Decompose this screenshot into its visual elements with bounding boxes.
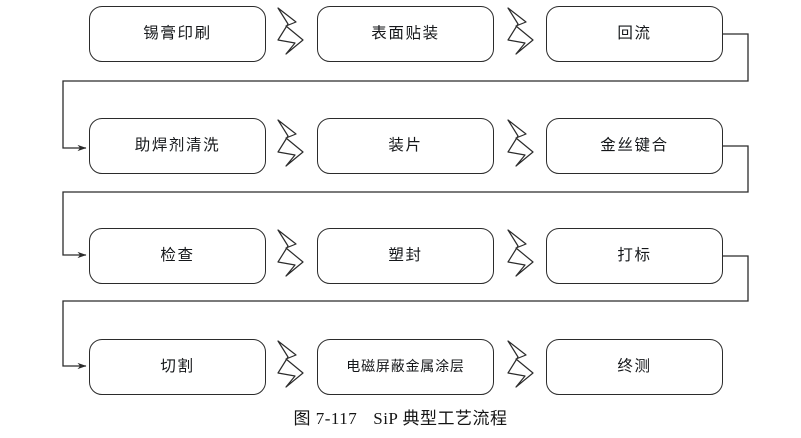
figure-caption-title: SiP 典型工艺流程 (373, 409, 508, 428)
process-node-7[interactable]: 检查 (89, 228, 266, 284)
chevron-connector-n5-n6 (507, 119, 534, 167)
process-node-10-label: 切割 (160, 357, 195, 376)
process-node-8[interactable]: 塑封 (317, 228, 494, 284)
process-node-5-label: 装片 (388, 136, 423, 155)
chevron-connector-n4-n5 (277, 119, 304, 167)
process-node-4-label: 助焊剂清洗 (134, 136, 221, 155)
chevron-connector-n8-n9 (507, 229, 534, 277)
process-node-5[interactable]: 装片 (317, 118, 494, 174)
process-node-9[interactable]: 打标 (546, 228, 723, 284)
process-node-12[interactable]: 终测 (546, 339, 723, 395)
process-node-11-label: 电磁屏蔽金属涂层 (346, 359, 465, 375)
process-node-11[interactable]: 电磁屏蔽金属涂层 (317, 339, 494, 395)
process-node-2[interactable]: 表面贴装 (317, 6, 494, 62)
process-node-2-label: 表面贴装 (371, 24, 440, 43)
chevron-connector-n2-n3 (507, 7, 534, 55)
process-node-9-label: 打标 (617, 246, 652, 265)
chevron-connector-n1-n2 (277, 7, 304, 55)
process-node-1-label: 锡膏印刷 (143, 24, 212, 43)
figure-caption: 图 7-117 SiP 典型工艺流程 (0, 404, 801, 429)
chevron-connector-n11-n12 (507, 340, 534, 388)
process-node-1[interactable]: 锡膏印刷 (89, 6, 266, 62)
process-node-7-label: 检查 (160, 246, 195, 265)
process-node-10[interactable]: 切割 (89, 339, 266, 395)
chevron-connector-n7-n8 (277, 229, 304, 277)
process-node-8-label: 塑封 (388, 246, 423, 265)
process-node-3[interactable]: 回流 (546, 6, 723, 62)
process-node-3-label: 回流 (617, 24, 652, 43)
process-node-12-label: 终测 (617, 357, 652, 376)
process-node-6[interactable]: 金丝键合 (546, 118, 723, 174)
chevron-connector-n10-n11 (277, 340, 304, 388)
process-node-6-label: 金丝键合 (600, 136, 669, 155)
process-node-4[interactable]: 助焊剂清洗 (89, 118, 266, 174)
figure-caption-number: 图 7-117 (293, 409, 358, 428)
